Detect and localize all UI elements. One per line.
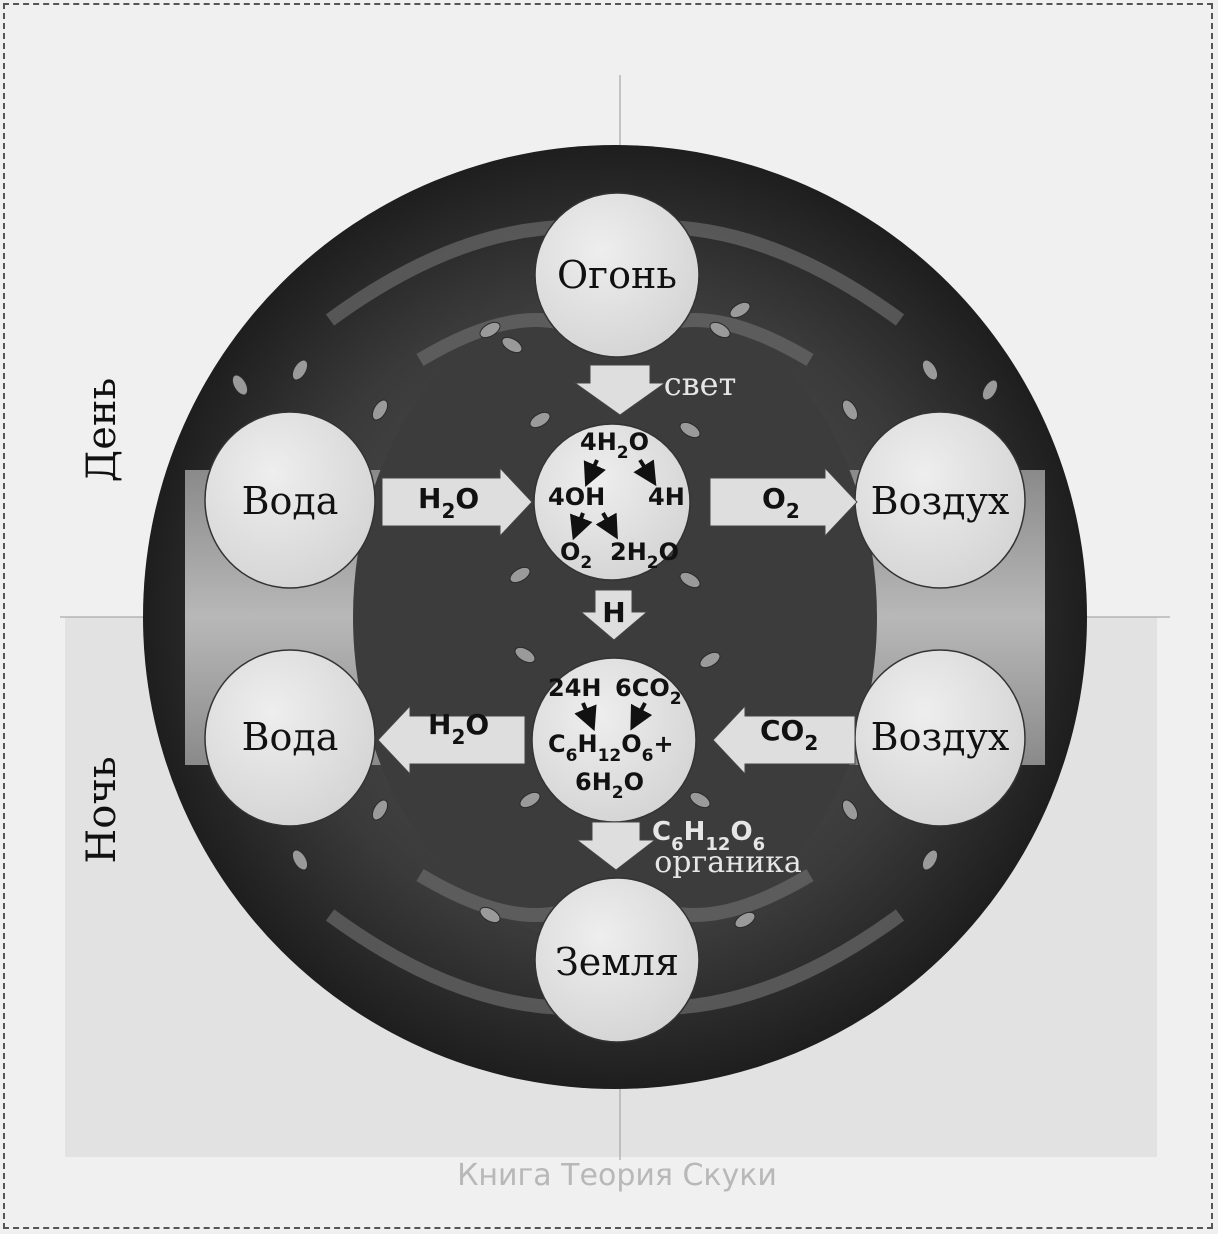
- day-label: День: [79, 378, 125, 483]
- light-label: свет: [664, 365, 737, 403]
- day-4h: 4H: [648, 483, 685, 511]
- fire-label: Огонь: [557, 253, 677, 297]
- day-4oh: 4OH: [548, 483, 605, 511]
- night-label: Ночь: [79, 756, 125, 863]
- air-night-label: Воздух: [871, 715, 1010, 759]
- water-day-label: Вода: [242, 479, 339, 523]
- night-24h: 24H: [548, 674, 601, 702]
- hydrogen-formula: H: [602, 596, 625, 629]
- air-day-label: Воздух: [871, 479, 1010, 523]
- water-night-label: Вода: [242, 715, 339, 759]
- organic-label: органика: [654, 845, 802, 880]
- earth-label: Земля: [555, 940, 679, 984]
- watermark: Книга Теория Скуки: [457, 1158, 777, 1193]
